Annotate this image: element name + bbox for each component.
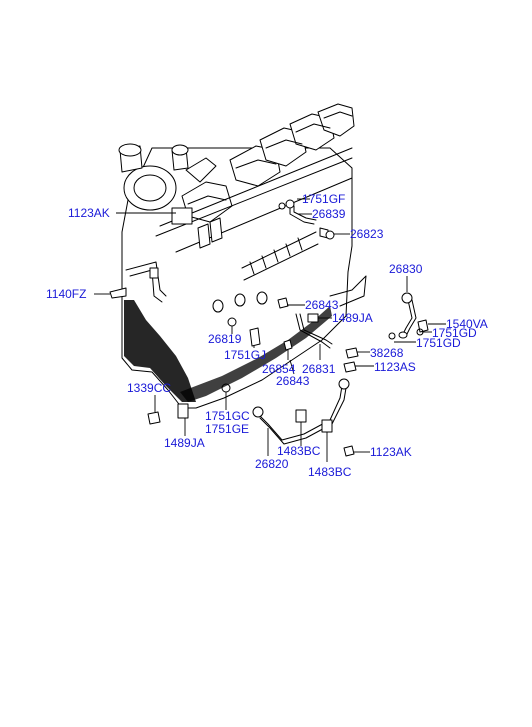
label-26843-upper: 26843 — [305, 298, 339, 312]
label-26830: 26830 — [389, 262, 423, 276]
label-38268: 38268 — [370, 346, 404, 360]
label-1751gd-b: 1751GD — [416, 336, 461, 350]
label-1489ja-upper: 1489JA — [332, 311, 373, 325]
turbocharger — [118, 143, 217, 211]
label-1751gf: 1751GF — [302, 192, 345, 206]
label-1483bc-a: 1483BC — [277, 444, 321, 458]
label-26854: 26854 — [262, 362, 296, 376]
label-1751gj: 1751GJ — [224, 348, 266, 362]
leader-lines — [94, 198, 446, 462]
manifold — [212, 231, 319, 313]
label-1123ak-top: 1123AK — [68, 206, 110, 220]
label-1751gc: 1751GC — [205, 409, 250, 423]
label-26823: 26823 — [350, 227, 384, 241]
label-26820: 26820 — [255, 457, 289, 471]
label-26839: 26839 — [312, 207, 346, 221]
label-1123as: 1123AS — [374, 360, 416, 374]
engine-block-illustration — [118, 103, 367, 409]
callout-labels: 1751GF 26839 1123AK 26823 26830 1140FZ 2… — [46, 192, 488, 479]
label-1483bc-b: 1483BC — [308, 465, 352, 479]
label-1751gd-a: 1751GD — [432, 326, 477, 340]
label-1489ja-lower: 1489JA — [164, 436, 205, 450]
label-1140fz: 1140FZ — [46, 287, 86, 301]
label-1123ak-bottom: 1123AK — [370, 445, 412, 459]
label-26819: 26819 — [208, 332, 242, 346]
label-1540va: 1540VA — [446, 317, 488, 331]
label-1339cc: 1339CC — [127, 381, 171, 395]
parts — [109, 199, 429, 457]
label-1751ge: 1751GE — [205, 422, 249, 436]
label-26843-lower: 26843 — [276, 374, 310, 388]
label-26831: 26831 — [302, 362, 336, 376]
